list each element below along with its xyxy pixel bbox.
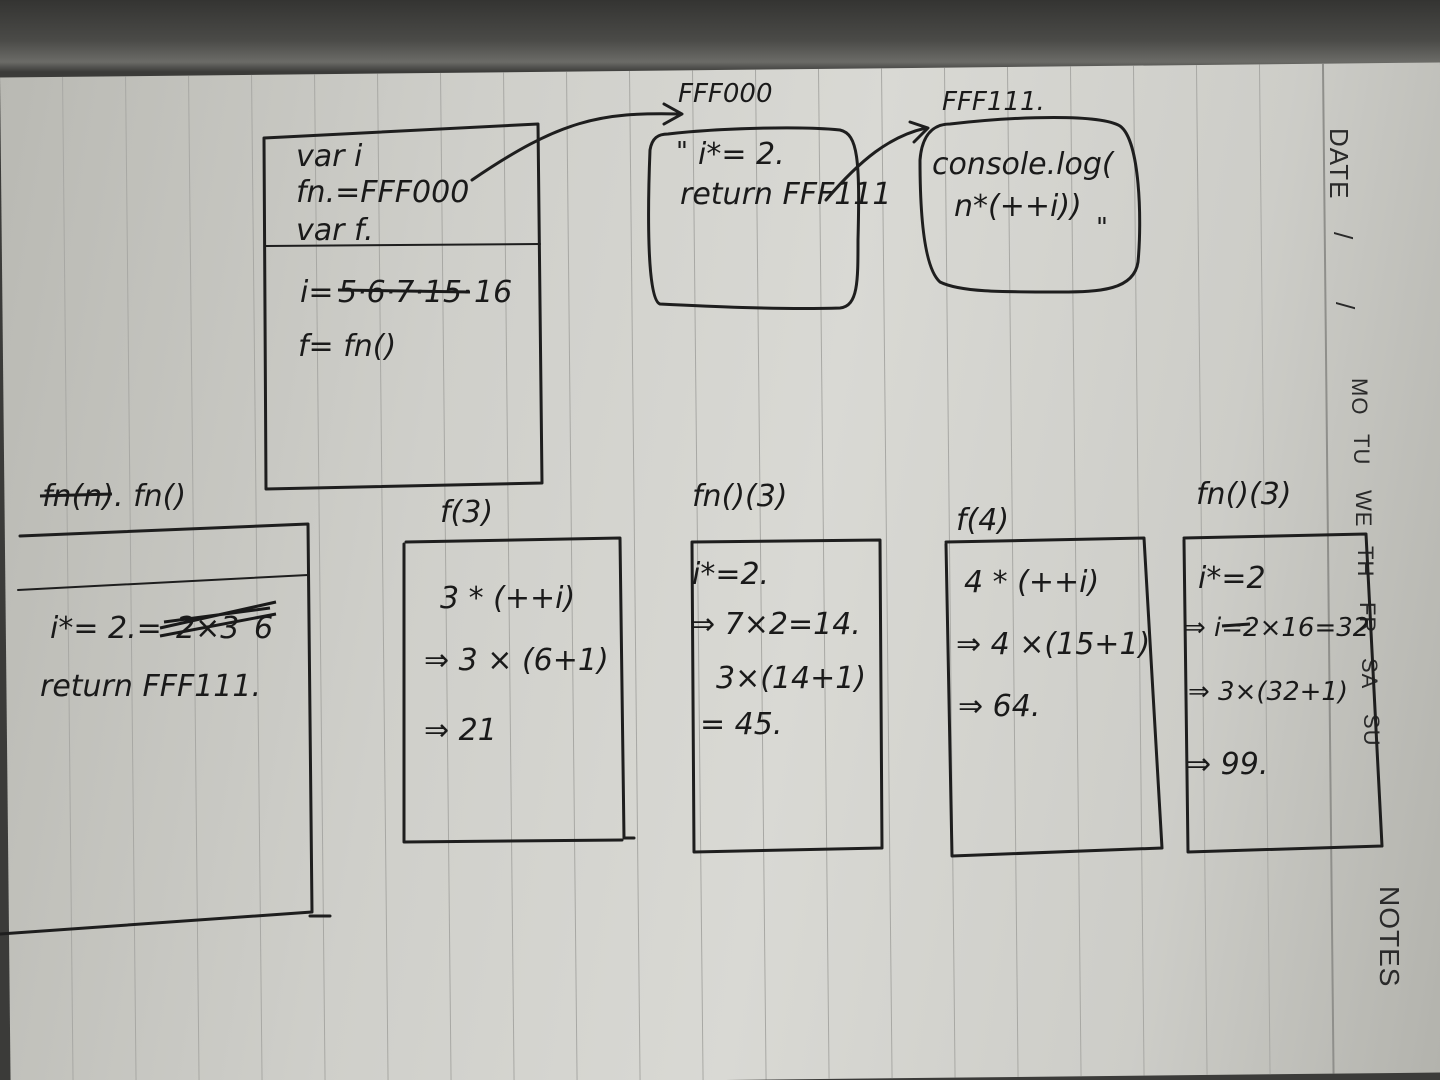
weekday-row: MO TU WE TH FR SA SU: [1347, 378, 1384, 747]
heap-object-fff000: FFF000 " i*= 2. return FFF111: [647, 79, 891, 311]
fff000-line-1: i*= 2.: [698, 137, 785, 172]
strike-line: [337, 288, 471, 294]
frame-fn3-title: fn()(3): [692, 479, 787, 514]
frame-fn3-line-1: i*=2.: [692, 557, 769, 592]
frame-fn3-second: fn()(3) i*=2 ⇒ i=2×16=32 ⇒ 3×(32+1) ⇒ 99…: [1182, 477, 1384, 854]
heap-object-fff111: FFF111. console.log( n*(++i)) ": [918, 87, 1142, 294]
frame-fn3b-title: fn()(3): [1196, 477, 1291, 512]
global-scope-box: var i fn.=FFF000 var f. i= 5·6·7·15· 16 …: [262, 122, 544, 491]
frame-fn3-line-2: ⇒ 7×2=14.: [690, 607, 861, 642]
global-scope-outline: [262, 122, 544, 491]
frame-f4: f(4) 4 * (++i) ⇒ 4 ×(15+1) ⇒ 64.: [944, 503, 1164, 858]
frame-fn3: fn()(3) i*=2. ⇒ 7×2=14. 3×(14+1) = 45.: [690, 479, 884, 854]
frame-f3-outline: [402, 536, 636, 844]
frame-fn-line-1-end: 6: [254, 611, 273, 646]
frame-fn-outline: [0, 522, 314, 936]
frame-fn3b-line-3: ⇒ 3×(32+1): [1188, 677, 1348, 707]
frame-f4-outline: [944, 536, 1164, 858]
frame-f3: f(3) 3 * (++i) ⇒ 3 × (6+1) ⇒ 21: [402, 495, 636, 844]
global-i-final: 16: [474, 275, 512, 310]
date-slash: /: [1328, 232, 1358, 240]
arrowhead-icon: [908, 120, 930, 144]
frame-fn-line-2: return FFF111.: [40, 669, 261, 704]
date-header: DATE / /: [1324, 128, 1360, 310]
frame-fn3-line-3: 3×(14+1): [716, 661, 866, 696]
frame-f4-line-2: ⇒ 4 ×(15+1): [956, 627, 1150, 662]
weekday-sa: SA: [1357, 658, 1382, 689]
frame-fn3-line-4: = 45.: [700, 707, 782, 742]
fff111-outline: [918, 116, 1142, 294]
weekday-fr: FR: [1355, 602, 1380, 633]
global-var-f: var f.: [296, 213, 374, 248]
frame-fn3b-line-2: ⇒ i=2×16=32: [1184, 613, 1369, 643]
frame-fn-divider: [17, 574, 309, 591]
fff111-mark: ": [1096, 213, 1108, 243]
frame-f3-title: f(3): [440, 495, 493, 530]
fff000-label: FFF000: [678, 79, 773, 109]
frame-fn-title: . fn(): [114, 479, 186, 514]
fff000-outline: [647, 126, 861, 311]
date-slash: /: [1330, 302, 1360, 310]
frame-f4-line-3: ⇒ 64.: [958, 689, 1040, 724]
arrow-to-fff000: [470, 112, 682, 182]
frame-fn3b-line-4: ⇒ 99.: [1186, 747, 1268, 782]
global-fn-assign: fn.=FFF000: [296, 175, 469, 210]
weekday-su: SU: [1359, 714, 1384, 747]
frame-fn-call: fn(n) . fn() i*= 2.= 2×3 6 return FFF111…: [0, 479, 332, 936]
fff111-line-1: console.log(: [932, 147, 1115, 182]
weekday-we: WE: [1351, 490, 1376, 527]
frame-f3-line-2: ⇒ 3 × (6+1): [424, 643, 609, 678]
fff000-mark: ": [676, 137, 688, 167]
frame-fn3b-outline: [1182, 532, 1384, 854]
frame-fn3-outline: [690, 538, 884, 854]
fff111-line-2: n*(++i)): [954, 189, 1082, 224]
arrow-to-fff111: [824, 126, 928, 202]
global-scope-divider: [265, 243, 541, 247]
strike-line: [1221, 622, 1251, 628]
frame-f4-title: f(4): [956, 503, 1009, 538]
strike-line: [39, 492, 113, 498]
date-label: DATE: [1324, 128, 1354, 199]
global-i-prefix: i=: [300, 275, 333, 310]
scribble-mark: [159, 600, 277, 638]
arrowhead-icon: [662, 102, 684, 126]
weekday-mo: MO: [1347, 378, 1372, 415]
fff111-label: FFF111.: [942, 87, 1045, 117]
global-f-assign: f= fn(): [298, 329, 396, 364]
frame-f3-line-3: ⇒ 21: [424, 713, 497, 748]
weekday-tu: TU: [1349, 434, 1374, 465]
fff000-line-2: return FFF111: [680, 177, 891, 212]
frame-f4-line-1: 4 * (++i): [964, 565, 1099, 600]
frame-fn-line-1: i*= 2.=: [50, 611, 162, 646]
frame-f3-line-1: 3 * (++i): [440, 581, 575, 616]
global-var-i: var i: [296, 139, 363, 174]
frame-fn3b-line-1: i*=2: [1198, 561, 1266, 596]
notes-label: NOTES: [1374, 886, 1405, 987]
